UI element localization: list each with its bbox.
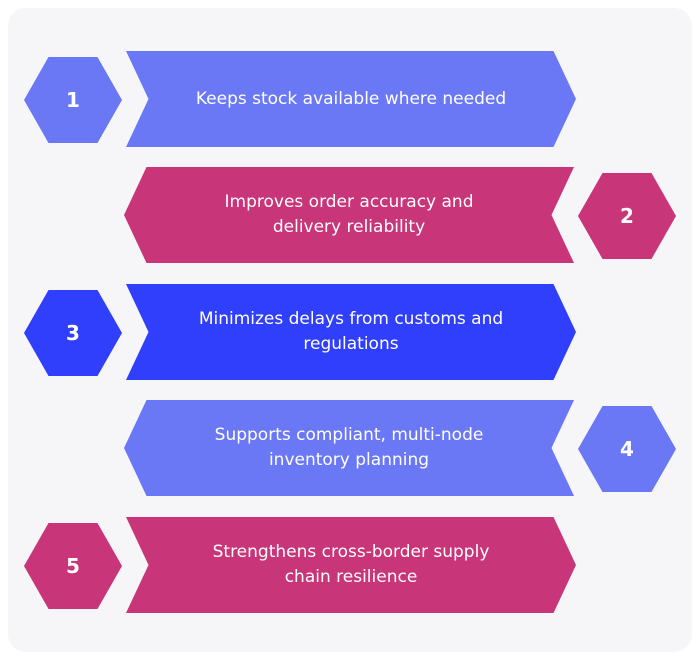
step-row-5: 5 Strengthens cross-border supply chain … [0,517,700,613]
step-5-number: 5 [66,554,80,578]
step-3-text: Minimizes delays from customs and regula… [198,309,504,354]
step-5-arrow: Strengthens cross-border supply chain re… [126,517,576,613]
step-row-3: 3 Minimizes delays from customs and regu… [0,284,700,380]
step-1-number-hexagon: 1 [24,57,122,143]
step-1-arrow: Keeps stock available where needed [126,51,576,147]
step-3-number: 3 [66,321,80,345]
step-2-text: Improves order accuracy and delivery rel… [224,192,474,237]
step-1-text: Keeps stock available where needed [195,88,507,109]
step-3-number-hexagon: 3 [24,290,122,376]
step-5-text: Strengthens cross-border supply chain re… [212,542,490,587]
step-5-number-hexagon: 5 [24,523,122,609]
step-4-arrow: Supports compliant, multi-node inventory… [124,400,574,496]
step-2-arrow: Improves order accuracy and delivery rel… [124,167,574,263]
step-3-arrow: Minimizes delays from customs and regula… [126,284,576,380]
step-1-number: 1 [66,88,80,112]
step-row-2: Improves order accuracy and delivery rel… [0,167,700,263]
step-4-number: 4 [620,437,634,461]
step-2-number: 2 [620,204,634,228]
step-row-1: 1 Keeps stock available where needed [0,51,700,147]
step-4-number-hexagon: 4 [578,406,676,492]
step-row-4: Supports compliant, multi-node inventory… [0,400,700,496]
step-4-text: Supports compliant, multi-node inventory… [214,425,484,470]
step-2-number-hexagon: 2 [578,173,676,259]
